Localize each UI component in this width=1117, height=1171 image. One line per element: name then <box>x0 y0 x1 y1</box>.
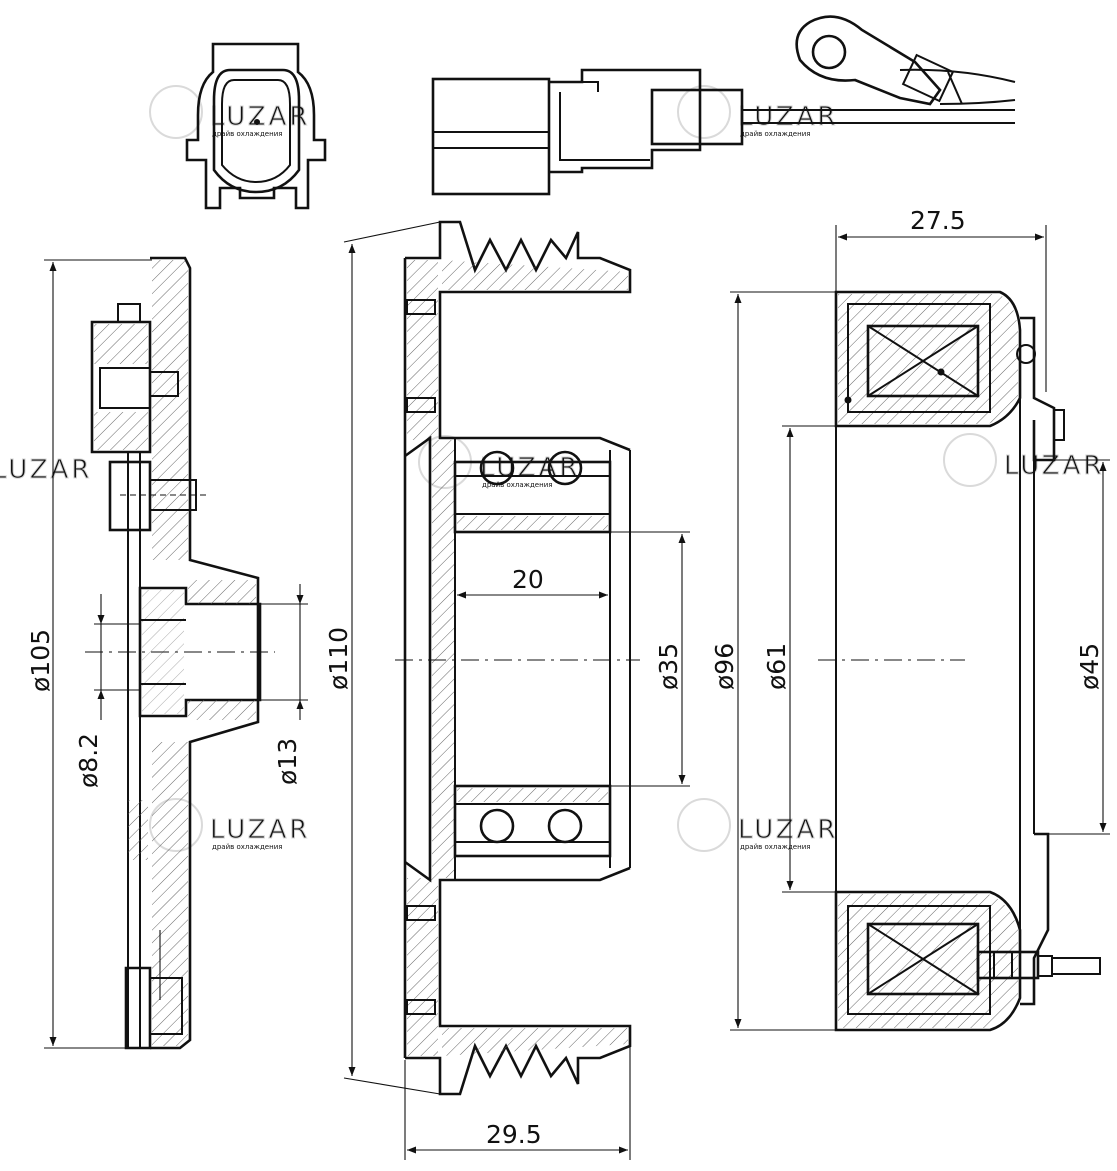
watermark-brand: LUZAR <box>210 102 310 132</box>
watermark-tagline: драйв охлаждения <box>482 481 552 489</box>
dim-bearing-width: 20 <box>512 565 544 594</box>
watermark-tagline: драйв охлаждения <box>740 843 810 851</box>
pulley-section-view <box>343 220 690 1160</box>
watermark-brand: LUZAR <box>738 102 838 132</box>
connector-face-view <box>185 42 327 210</box>
watermark-top-right: LUZAR драйв охлаждения <box>677 85 838 139</box>
dim-hub-bore-diameter: ø13 <box>273 738 302 785</box>
watermark-brand: LUZAR <box>0 455 92 485</box>
watermark-middle-center: LUZAR драйв охлаждения <box>418 435 580 489</box>
dim-coil-outer-diameter: ø96 <box>710 643 739 690</box>
hub-section-view <box>44 256 308 1050</box>
watermark-brand: LUZAR <box>210 815 310 845</box>
dim-pulley-outer-diameter: ø110 <box>324 627 353 690</box>
watermark-tagline: драйв охлаждения <box>212 130 282 138</box>
watermark-tagline: драйв охлаждения <box>740 130 810 138</box>
dim-coil-width: 27.5 <box>910 206 966 235</box>
watermark-brand: LUZAR <box>738 815 838 845</box>
coil-section-view <box>730 225 1110 1032</box>
dim-hub-bolt-diameter: ø8.2 <box>74 733 103 788</box>
watermark-top-left: LUZAR драйв охлаждения <box>149 85 310 139</box>
connector-side-view <box>431 15 1016 196</box>
watermark-brand: LUZAR <box>480 453 580 483</box>
dim-bearing-bore-diameter: ø35 <box>654 643 683 690</box>
dim-coil-mount-diameter: ø45 <box>1075 643 1104 690</box>
dim-hub-outer-diameter: ø105 <box>26 629 55 692</box>
dim-pulley-width: 29.5 <box>486 1120 542 1149</box>
watermark-lower-right: LUZAR драйв охлаждения <box>677 798 838 852</box>
watermark-tagline: драйв охлаждения <box>212 843 282 851</box>
dim-coil-inner-diameter: ø61 <box>762 643 791 690</box>
watermark-middle-left: LUZAR <box>0 455 92 486</box>
